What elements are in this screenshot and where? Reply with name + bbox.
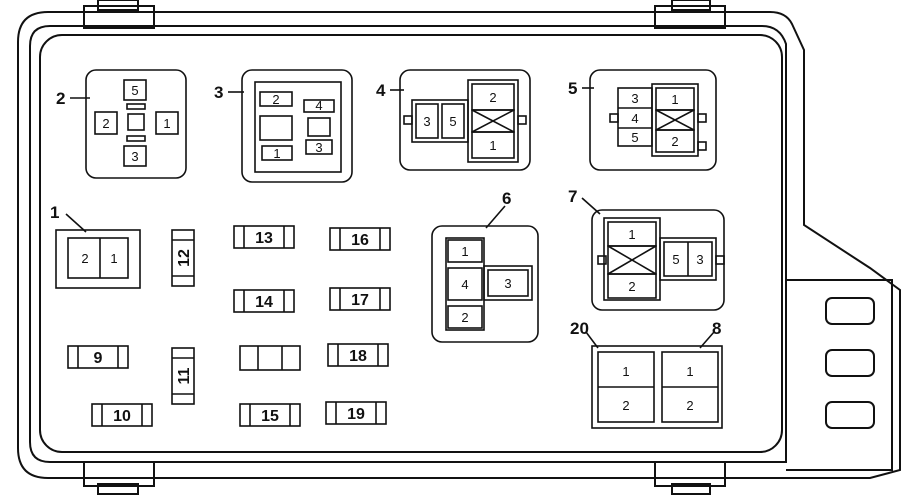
latch-top-right xyxy=(654,5,726,29)
relay-5-pin: 5 xyxy=(631,130,638,145)
relay-6-pin: 3 xyxy=(504,276,511,291)
latch-bottom-left-inner xyxy=(97,483,139,495)
relay-2-pin: 2 xyxy=(102,116,109,131)
latch-top-left-inner xyxy=(97,0,139,11)
fuse-18-body xyxy=(327,343,389,367)
relay-7-pin: 3 xyxy=(696,252,703,267)
fuse-10-label: 10 xyxy=(113,408,131,425)
latch-top-left xyxy=(83,5,155,29)
latch-bottom-right xyxy=(654,461,726,487)
fuse-15-body xyxy=(239,403,301,427)
fuse-18-label: 18 xyxy=(349,348,367,365)
relay-7-pin: 5 xyxy=(672,252,679,267)
callout-relay-5: 5 xyxy=(568,79,577,98)
fuse-10-body xyxy=(91,403,153,427)
relay-20-pin: 1 xyxy=(622,364,629,379)
callout-relay-8: 8 xyxy=(712,319,721,338)
callout-relay-4: 4 xyxy=(376,81,386,100)
fuse-16-body xyxy=(329,227,391,251)
relay-4-pin: 2 xyxy=(489,90,496,105)
callout-relay-3: 3 xyxy=(214,83,223,102)
relay-6-pin: 2 xyxy=(461,310,468,325)
relay-1-pin: 2 xyxy=(81,251,88,266)
relay-4-pin: 5 xyxy=(449,114,456,129)
fuse-13-label: 13 xyxy=(255,230,273,247)
fuse-11-body xyxy=(171,347,195,405)
relay-5-pin: 1 xyxy=(671,92,678,107)
cover-panel xyxy=(39,34,783,453)
fuse-19-body xyxy=(325,401,387,425)
fuse-9-label: 9 xyxy=(94,350,103,367)
fuse-14-body xyxy=(233,289,295,313)
relay-5-housing xyxy=(589,69,717,171)
relay-2-pin: 3 xyxy=(131,149,138,164)
relay-7-pin: 2 xyxy=(628,279,635,294)
relay-3-pin: 2 xyxy=(272,92,279,107)
relay-5-pin: 2 xyxy=(671,134,678,149)
side-slot-3 xyxy=(825,401,875,429)
callout-relay-6: 6 xyxy=(502,189,511,208)
relay-6-housing xyxy=(431,225,539,343)
housing-inner-outline xyxy=(29,25,787,463)
side-tab xyxy=(786,279,893,471)
fuse-12-body xyxy=(171,229,195,287)
latch-bottom-left xyxy=(83,461,155,487)
relay-2-pin: 1 xyxy=(163,116,170,131)
fuse-16-label: 16 xyxy=(351,232,369,249)
callout-relay-2: 2 xyxy=(56,89,65,108)
callout-relay-7: 7 xyxy=(568,187,577,206)
relay-1-housing xyxy=(55,229,141,289)
side-slot-1 xyxy=(825,297,875,325)
fuse-11-label: 11 xyxy=(176,367,193,384)
relay-8-pin: 1 xyxy=(686,364,693,379)
latch-top-right-inner xyxy=(671,0,711,11)
relay-7-pin: 1 xyxy=(628,227,635,242)
relay-7-housing xyxy=(591,209,725,311)
fuse-14-label: 14 xyxy=(255,294,273,311)
relay-5-pin: 3 xyxy=(631,91,638,106)
fuse-17-body xyxy=(329,287,391,311)
fuse-17-label: 17 xyxy=(351,292,369,309)
relay-3-housing xyxy=(241,69,353,183)
relay-8-pin: 2 xyxy=(686,398,693,413)
callout-relay-20: 20 xyxy=(570,319,589,338)
fuse-blank-body xyxy=(239,345,301,371)
fuse-19-label: 19 xyxy=(347,406,365,423)
fuse-15-label: 15 xyxy=(261,408,279,425)
relay-4-pin: 3 xyxy=(423,114,430,129)
relay-3-pin: 3 xyxy=(315,140,322,155)
relay-2-pin: 5 xyxy=(131,83,138,98)
fuse-12-label: 12 xyxy=(176,249,193,267)
relay-3-pin: 1 xyxy=(273,146,280,161)
fuse-13-body xyxy=(233,225,295,249)
relay-20-pin: 2 xyxy=(622,398,629,413)
relay-5-pin: 4 xyxy=(631,111,638,126)
fuse-9-body xyxy=(67,345,129,369)
relay-4-pin: 1 xyxy=(489,138,496,153)
relay-3-pin: 4 xyxy=(315,98,322,113)
relay-1-pin: 1 xyxy=(110,251,117,266)
housing-outline xyxy=(17,11,901,479)
relay-pair-housing xyxy=(591,345,723,429)
relay-6-pin: 4 xyxy=(461,277,468,292)
relay-6-pin: 1 xyxy=(461,244,468,259)
side-slot-2 xyxy=(825,349,875,377)
latch-bottom-right-inner xyxy=(671,483,711,495)
relay-4-housing xyxy=(399,69,531,171)
callout-relay-1: 1 xyxy=(50,203,59,222)
relay-2-housing xyxy=(85,69,187,179)
